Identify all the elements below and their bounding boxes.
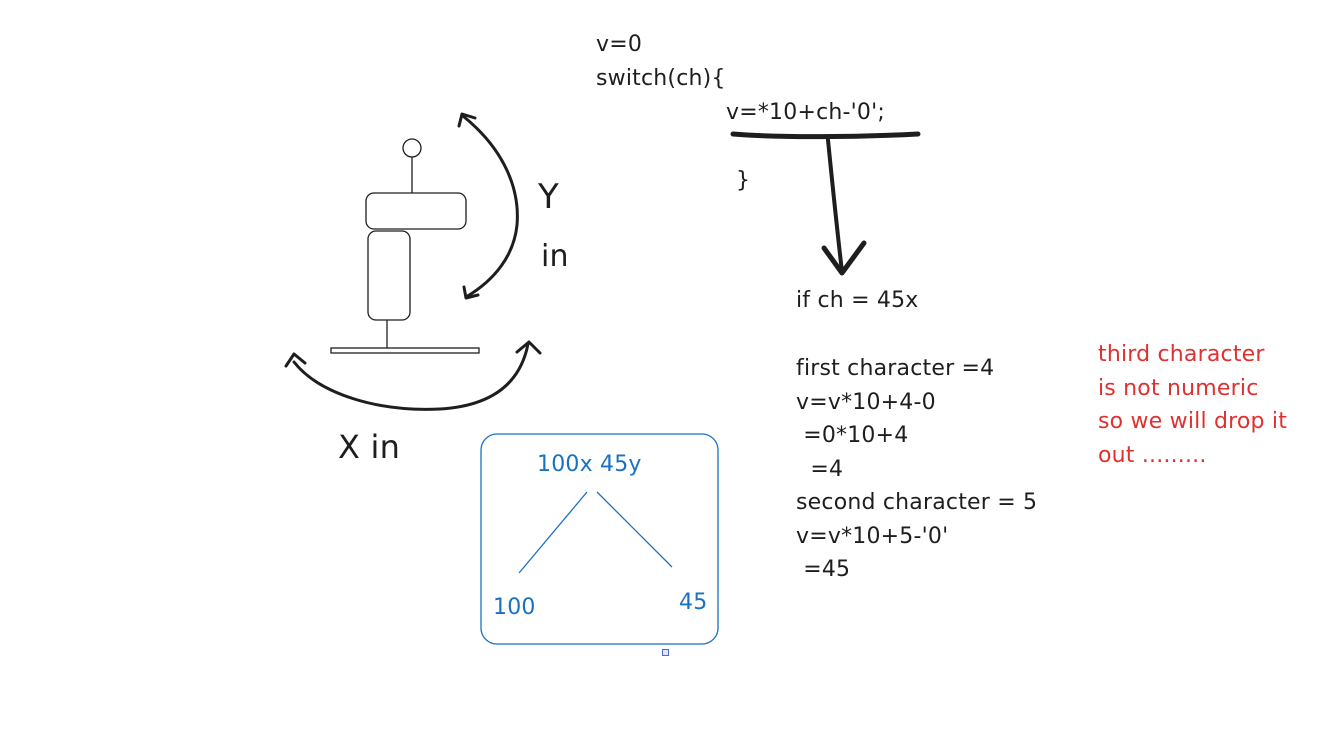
step-line: v=v*10+5-'0' — [796, 523, 949, 549]
split-left-text: 100 — [493, 595, 536, 620]
note-line: so we will drop it — [1098, 409, 1288, 434]
step-line: first character =4 — [796, 356, 995, 381]
robot-lower-block — [367, 230, 411, 321]
split-right-text: 45 — [679, 590, 708, 615]
step-line: =4 — [796, 456, 844, 482]
x-axis-arrow — [284, 340, 542, 411]
steps-block: first character =4 v=v*10+4-0 =0*10+4 =4… — [796, 352, 1037, 587]
robot-upper-block — [365, 192, 467, 230]
note-line: out ......... — [1098, 442, 1207, 468]
split-top-text: 100x 45y — [537, 452, 642, 477]
code-line-switch: switch(ch){ — [596, 66, 726, 91]
robot-joint-circle — [402, 138, 422, 158]
step-line: =45 — [796, 557, 851, 582]
split-right-line — [596, 491, 673, 568]
robot-base-plate — [330, 347, 480, 354]
step-line: second character = 5 — [796, 490, 1038, 515]
condition-text: if ch = 45x — [796, 288, 919, 313]
code-arrow — [730, 131, 921, 276]
red-note: third character is not numeric so we wil… — [1098, 338, 1287, 472]
resize-handle[interactable] — [662, 649, 669, 656]
step-line: v=v*10+4-0 — [796, 389, 936, 415]
note-line: is not numeric — [1098, 375, 1259, 401]
code-line-close-brace: } — [736, 168, 751, 193]
note-line: third character — [1098, 342, 1265, 367]
step-line: =0*10+4 — [796, 423, 909, 448]
y-label: Y — [538, 177, 559, 217]
robot-drawing — [330, 138, 480, 354]
y-axis-arrow — [457, 112, 519, 300]
split-left-line — [518, 491, 588, 574]
y-unit-label: in — [541, 239, 569, 274]
split-box-frame — [480, 433, 719, 645]
code-line-assignment: v=*10+ch-'0'; — [726, 100, 885, 125]
x-label: X in — [338, 428, 401, 466]
code-line-v0: v=0 — [596, 32, 643, 57]
